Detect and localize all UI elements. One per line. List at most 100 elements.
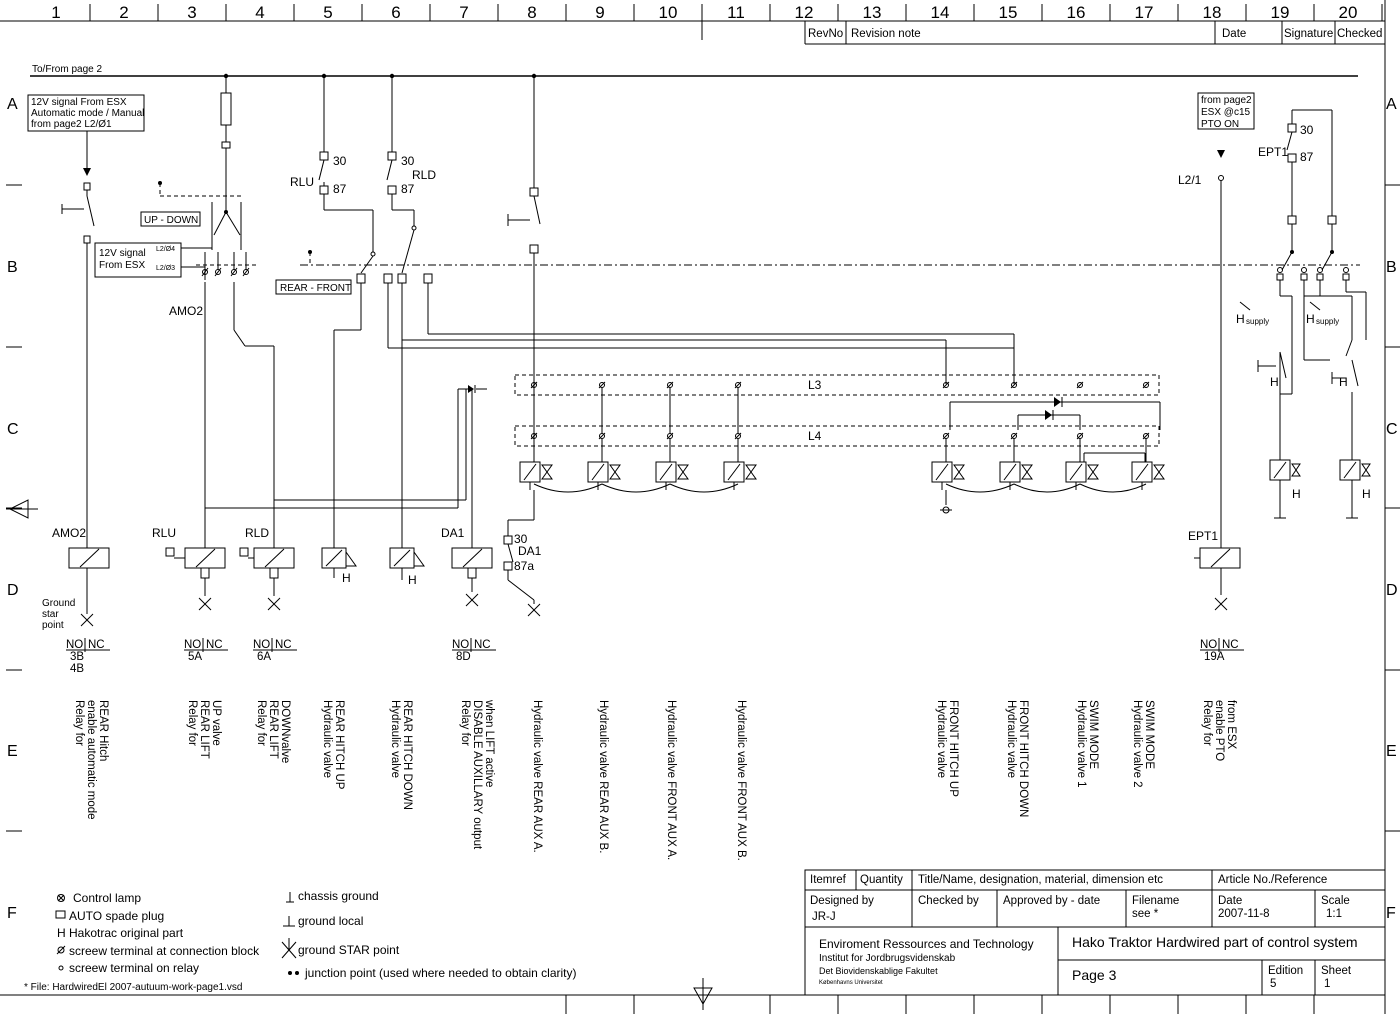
rlu-rld-contacts: 30 87 RLU 30 87 RLD REAR - FRONT	[275, 76, 1360, 295]
svg-text:4B: 4B	[70, 663, 84, 675]
svg-text:SWIM MODE: SWIM MODE	[1087, 700, 1099, 769]
svg-text:from ESX: from ESX	[1225, 700, 1237, 750]
svg-text:Hydraulic valve: Hydraulic valve	[321, 700, 333, 778]
svg-text:JR-J: JR-J	[812, 911, 836, 923]
svg-text:87: 87	[1300, 150, 1314, 164]
svg-text:H: H	[408, 573, 417, 587]
column-number: 20	[1339, 3, 1358, 22]
svg-text:5A: 5A	[188, 651, 202, 663]
svg-text:Checked by: Checked by	[918, 895, 979, 907]
svg-text:Hydraulic valve FRONT AUX A.: Hydraulic valve FRONT AUX A.	[665, 700, 677, 860]
svg-text:Ground: Ground	[42, 598, 75, 609]
svg-text:87a: 87a	[514, 559, 534, 573]
row-letters: A B C D E F A B C D E F	[7, 96, 1398, 922]
svg-text:NC: NC	[275, 639, 292, 651]
svg-text:Hydraulic valve FRONT AUX B.: Hydraulic valve FRONT AUX B.	[735, 700, 747, 861]
svg-text:REAR LIFT: REAR LIFT	[198, 700, 210, 759]
amo2-coil	[68, 547, 110, 569]
column-number: 10	[659, 3, 678, 22]
up-down-switch-label	[140, 211, 201, 227]
svg-text:Det Biovidenskablige Fakultet: Det Biovidenskablige Fakultet	[819, 966, 938, 976]
row-letter: F	[7, 905, 17, 922]
hydraulic-valve	[1065, 381, 1099, 490]
hydraulic-valve	[1131, 381, 1165, 490]
rear-front-switch-label	[275, 279, 352, 295]
svg-text:H: H	[1339, 375, 1348, 389]
column-number: 15	[999, 3, 1018, 22]
svg-text:REAR HITCH UP: REAR HITCH UP	[333, 700, 345, 790]
title-block: Itemref Quantity Title/Name, designation…	[804, 869, 1386, 996]
svg-text:RLU: RLU	[152, 526, 176, 540]
svg-text:1:1: 1:1	[1326, 908, 1342, 920]
row-letter: D	[1386, 582, 1398, 599]
device-description: Hydraulic valve REAR AUX B.	[597, 700, 609, 853]
legend-item: screew terminal on relay	[69, 961, 199, 975]
svg-text:L2/Ø4: L2/Ø4	[156, 246, 175, 253]
svg-text:Københavns Universitet: Københavns Universitet	[819, 980, 883, 986]
svg-text:H: H	[1236, 312, 1245, 326]
hydraulic-valve	[519, 381, 553, 490]
svg-text:Hydraulic valve 1: Hydraulic valve 1	[1075, 700, 1087, 788]
svg-text:5: 5	[1270, 978, 1276, 990]
svg-text:EPT1: EPT1	[1188, 529, 1218, 543]
hydraulic-valve	[999, 381, 1033, 490]
control-lamp-icon	[57, 894, 65, 902]
signature-header: Signature	[1284, 28, 1333, 40]
svg-text:enable PTO: enable PTO	[1213, 700, 1225, 761]
svg-text:REAR HITCH DOWN: REAR HITCH DOWN	[401, 700, 413, 810]
svg-text:UP valve: UP valve	[210, 700, 222, 746]
amo2-coil-label: AMO2	[52, 526, 86, 540]
svg-text:REAR LIFT: REAR LIFT	[267, 700, 279, 759]
svg-text:DOWNvalve: DOWNvalve	[279, 700, 291, 763]
hydraulic-valve	[931, 381, 965, 490]
legend: Control lamp AUTO spade plug H Hakotrac …	[24, 889, 577, 993]
svg-text:PTO ON: PTO ON	[1201, 119, 1239, 130]
svg-text:from page2 L2/Ø1: from page2 L2/Ø1	[31, 119, 112, 130]
svg-text:L2/1: L2/1	[1178, 173, 1202, 187]
date-header: Date	[1222, 28, 1246, 40]
fuse-icon	[220, 92, 232, 126]
svg-text:Hydraulic valve 2: Hydraulic valve 2	[1131, 700, 1143, 788]
svg-text:REAR - FRONT: REAR - FRONT	[280, 283, 351, 294]
svg-text:87: 87	[333, 182, 347, 196]
svg-text:19A: 19A	[1204, 651, 1225, 663]
svg-text:L2/Ø3: L2/Ø3	[156, 265, 175, 272]
svg-text:8D: 8D	[456, 651, 471, 663]
legend-item: ground local	[298, 914, 363, 928]
rear-lift-switch: UP - DOWN 12V signal From ESX L2/Ø4 L2/Ø…	[94, 76, 275, 537]
legend-item: Control lamp	[73, 891, 141, 905]
row-letter: A	[1386, 96, 1397, 113]
svg-text:ESX @c15: ESX @c15	[1201, 107, 1251, 118]
svg-text:RLD: RLD	[245, 526, 269, 540]
svg-text:L4: L4	[808, 429, 822, 443]
svg-text:EPT1: EPT1	[1258, 145, 1288, 159]
screw-terminal-icon	[57, 946, 65, 954]
column-number: 9	[595, 3, 604, 22]
svg-text:DA1: DA1	[441, 526, 465, 540]
row-letter: C	[1386, 421, 1398, 438]
svg-text:H: H	[1270, 375, 1279, 389]
hydraulic-valve	[655, 381, 689, 490]
svg-text:3B: 3B	[70, 651, 84, 663]
supply-bus: To/From page 2	[30, 64, 1358, 79]
svg-text:FRONT HITCH DOWN: FRONT HITCH DOWN	[1017, 700, 1029, 817]
svg-text:12V signal From ESX: 12V signal From ESX	[31, 97, 127, 108]
device-description: Hydraulic valve FRONT AUX B.	[735, 700, 747, 861]
column-number: 4	[255, 3, 264, 22]
row-letter: C	[7, 421, 19, 438]
svg-text:Edition: Edition	[1268, 965, 1303, 977]
swim-mode-wiring	[940, 397, 1161, 514]
legend-item: ground STAR point	[298, 943, 400, 957]
svg-text:Relay for: Relay for	[1201, 700, 1213, 746]
org-name: Enviroment Ressources and Technology	[819, 937, 1034, 951]
